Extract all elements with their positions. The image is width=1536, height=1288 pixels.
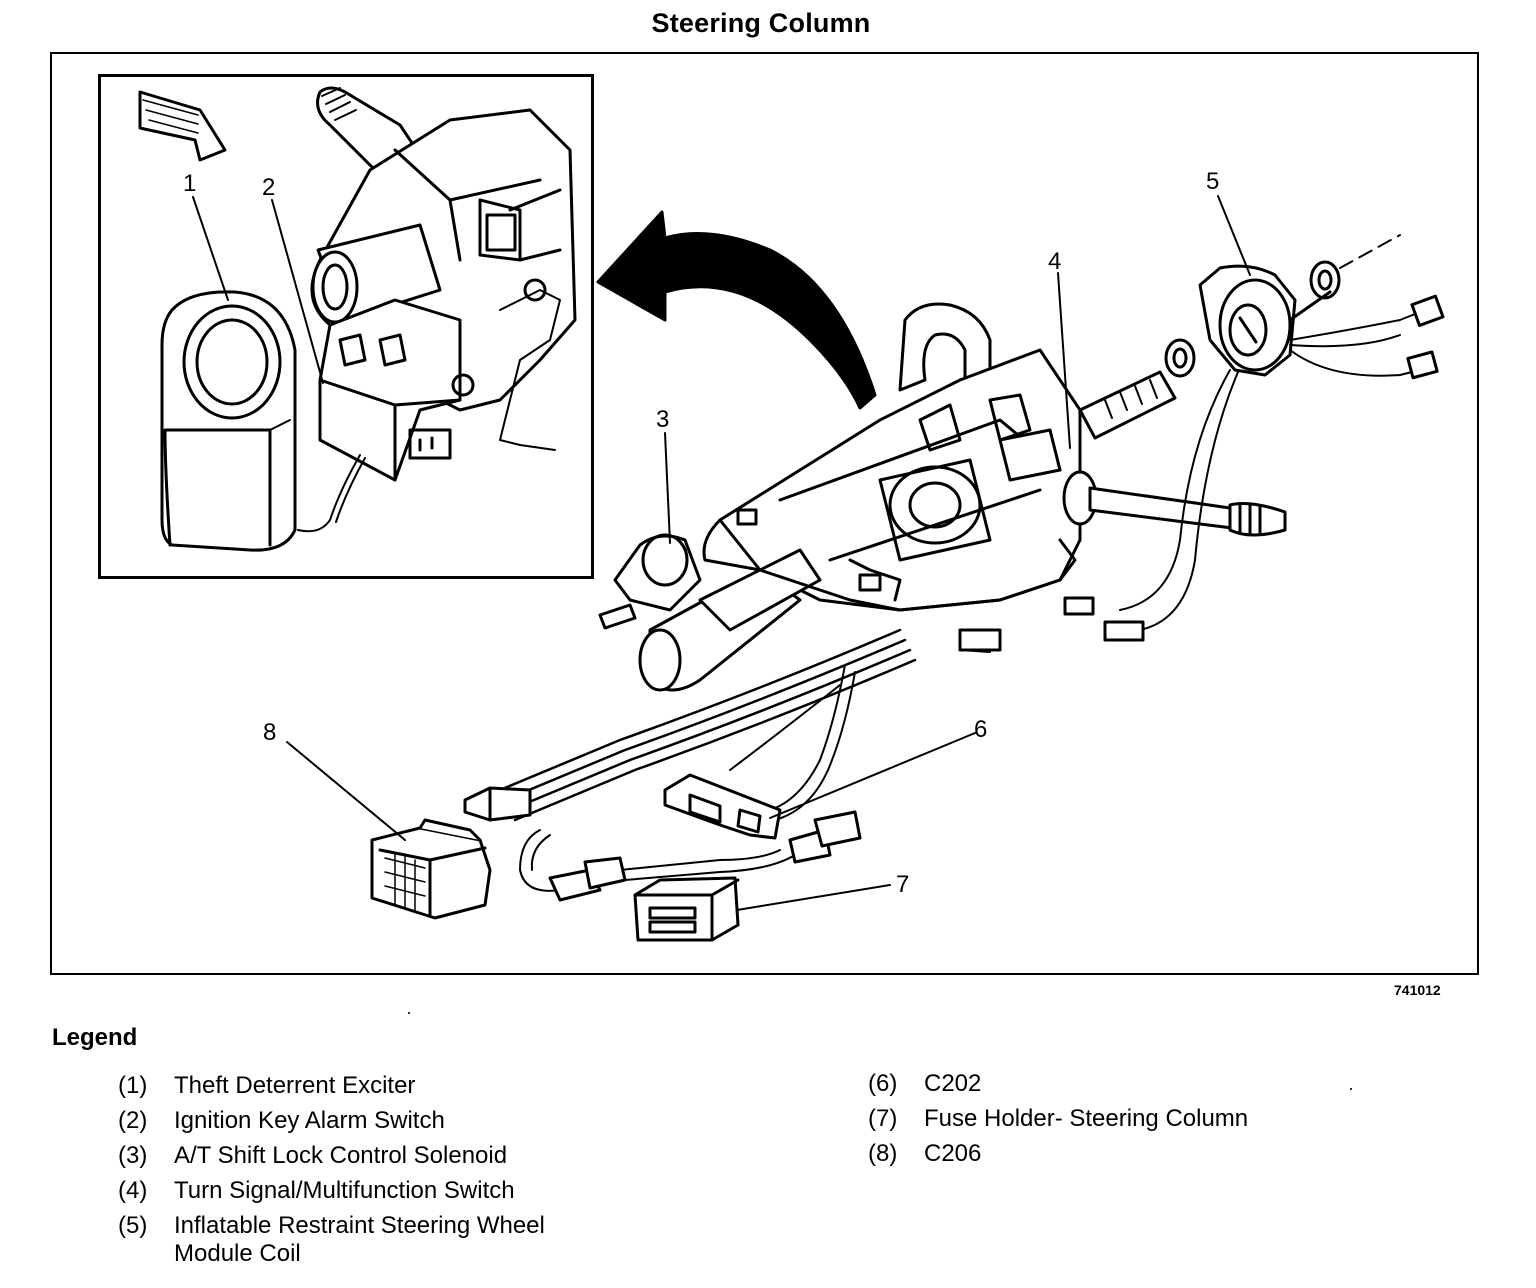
legend-item-number: (7): [868, 1105, 898, 1132]
wiring-harness: [463, 628, 1002, 892]
legend-item: (2) Ignition Key Alarm Switch: [118, 1107, 644, 1135]
c206-connector: [370, 818, 492, 920]
turn-signal-switch-part: [1062, 470, 1287, 537]
scan-speck: [408, 1012, 410, 1014]
legend-column-left: (1) Theft Deterrent Exciter (2) Ignition…: [118, 1072, 644, 1275]
legend-item-text: C202: [924, 1070, 982, 1097]
direction-arrow-icon: [138, 90, 227, 162]
legend-item: (8) C206: [868, 1140, 1394, 1168]
c202-connector: [663, 773, 782, 840]
legend-item: (7) Fuse Holder- Steering Column: [868, 1105, 1394, 1133]
scan-speck: [1350, 1088, 1352, 1090]
legend-item: (1) Theft Deterrent Exciter: [118, 1072, 644, 1100]
legend-item-text: C206: [924, 1140, 982, 1167]
legend-item-number: (3): [118, 1142, 148, 1169]
legend-item: (5) Inflatable Restraint Steering Wheel …: [118, 1212, 644, 1268]
legend-item-text: Fuse Holder- Steering Column: [924, 1105, 1249, 1132]
legend-title: Legend: [52, 1024, 138, 1051]
legend-item-number: (8): [868, 1140, 898, 1167]
callout-4: 4: [1048, 248, 1062, 275]
theft-deterrent-exciter-part: [160, 290, 297, 552]
inflatable-restraint-coil-part: [1164, 234, 1401, 378]
legend-item-number: (6): [868, 1070, 898, 1097]
steering-column-illustration: [138, 86, 1445, 942]
legend-item: (4) Turn Signal/Multifunction Switch: [118, 1177, 644, 1205]
fuse-holder-part: [633, 876, 740, 942]
figure-number: 741012: [1394, 982, 1441, 998]
ignition-key-alarm-switch-part: [297, 298, 462, 533]
legend-item-number: (2): [118, 1107, 148, 1134]
legend-item-number: (1): [118, 1072, 148, 1099]
callout-1: 1: [183, 170, 197, 197]
legend-item-text: Turn Signal/Multifunction Switch: [174, 1177, 515, 1204]
callout-3: 3: [656, 406, 670, 433]
legend-item-text: Inflatable Restraint Steering Wheel Modu…: [174, 1212, 545, 1267]
legend-item: (3) A/T Shift Lock Control Solenoid: [118, 1142, 644, 1170]
legend-item: (6) C202: [868, 1070, 1394, 1098]
steering-column-assembly: [598, 302, 1287, 692]
callout-6: 6: [974, 716, 988, 743]
illustration-frame: [50, 52, 1479, 975]
shift-lock-solenoid-part: [598, 533, 702, 630]
legend-item-text: Theft Deterrent Exciter: [174, 1072, 416, 1099]
callout-7: 7: [896, 871, 910, 898]
legend-item-text: A/T Shift Lock Control Solenoid: [174, 1142, 508, 1169]
callout-2: 2: [262, 174, 276, 201]
legend-item-number: (5): [118, 1212, 148, 1239]
legend-item-text: Ignition Key Alarm Switch: [174, 1107, 445, 1134]
zoom-arrow-icon: [596, 210, 877, 410]
legend-item-number: (4): [118, 1177, 148, 1204]
legend-column-right: (6) C202 (7) Fuse Holder- Steering Colum…: [868, 1070, 1394, 1175]
callout-8: 8: [263, 719, 277, 746]
callout-5: 5: [1206, 168, 1220, 195]
diagram-title: Steering Column: [651, 8, 871, 38]
